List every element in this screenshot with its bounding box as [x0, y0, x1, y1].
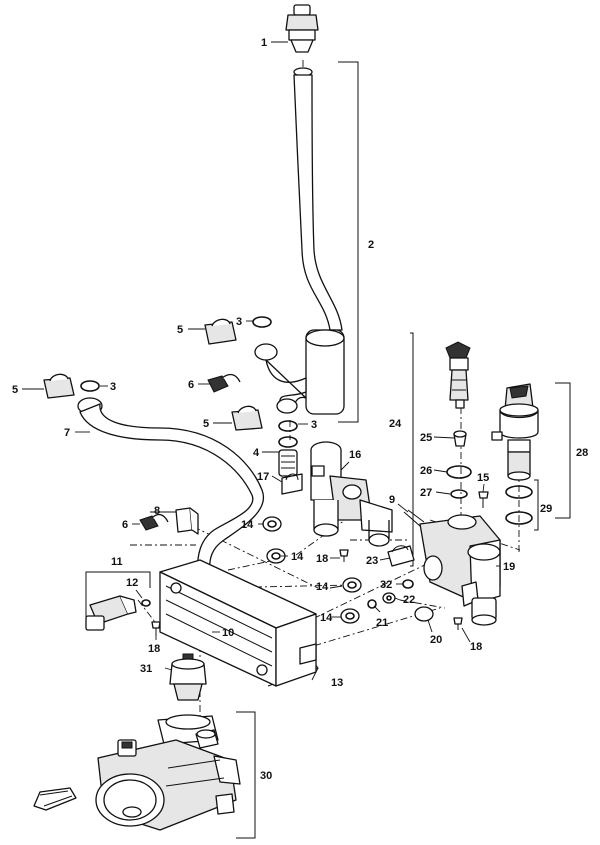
part-30-pump	[95, 714, 241, 831]
part-16-manifold	[310, 441, 393, 547]
callout-31: 31	[140, 663, 152, 675]
callout-3: 3	[236, 316, 242, 328]
hex-key-tool	[33, 787, 77, 811]
callout-14: 14	[316, 581, 329, 593]
callout-29: 29	[540, 503, 552, 515]
leader-lines	[22, 41, 500, 681]
part-3-o-rings	[80, 316, 298, 432]
callout-2: 2	[368, 239, 374, 251]
callout-3: 3	[311, 419, 317, 431]
part-8-bracket	[175, 507, 199, 535]
callout-5: 5	[177, 324, 183, 336]
callout-3: 3	[110, 381, 116, 393]
part-19-valve-body	[419, 514, 501, 626]
callout-7: 7	[64, 427, 70, 439]
part-2-pipe	[254, 67, 345, 415]
callout-4: 4	[253, 447, 260, 459]
part-small-seals	[367, 579, 434, 622]
part-28-diverter-head	[491, 383, 539, 525]
part-4-filter	[278, 436, 298, 477]
part-1-air-vent	[285, 4, 319, 53]
callout-11: 11	[111, 556, 123, 568]
callout-14: 14	[291, 551, 304, 563]
part-31-air-vent	[169, 653, 207, 701]
callout-21: 21	[376, 617, 388, 629]
part-6-sensors	[139, 373, 241, 531]
callout-1: 1	[261, 37, 267, 49]
part-screws	[151, 491, 489, 636]
part-24-cartridge	[445, 341, 472, 499]
callout-18: 18	[316, 553, 328, 565]
callout-15: 15	[477, 472, 489, 484]
callout-10: 10	[222, 627, 234, 639]
callout-18: 18	[148, 643, 160, 655]
part-9-clip	[403, 509, 425, 527]
callout-30: 30	[260, 770, 272, 782]
part-17-clip	[281, 473, 303, 495]
callout-32: 32	[380, 579, 392, 591]
callout-22: 22	[403, 594, 415, 606]
callout-16: 16	[349, 449, 361, 461]
callout-23: 23	[366, 555, 378, 567]
callout-25: 25	[420, 432, 432, 444]
callout-17: 17	[257, 471, 269, 483]
callout-18: 18	[470, 641, 482, 653]
callout-12: 12	[126, 577, 138, 589]
callout-6: 6	[122, 519, 128, 531]
callout-14: 14	[241, 519, 254, 531]
part-14-washers	[262, 516, 362, 624]
callout-9: 9	[389, 494, 395, 506]
part-11-pressure-sensor	[85, 595, 151, 631]
callout-26: 26	[420, 465, 432, 477]
callout-27: 27	[420, 487, 432, 499]
part-23-clip	[387, 545, 415, 567]
callout-numbers: 1 2 3 5 6 5 3 7 5 3 4 16 17 9 8 6 14 14 …	[12, 37, 588, 782]
callout-5: 5	[203, 418, 209, 430]
callout-19: 19	[503, 561, 515, 573]
callout-20: 20	[430, 634, 442, 646]
callout-8: 8	[154, 505, 160, 517]
callout-13: 13	[331, 677, 343, 689]
part-5-clips	[43, 318, 263, 431]
part-13-heat-exchanger	[159, 559, 317, 687]
callout-5: 5	[12, 384, 18, 396]
callout-14: 14	[320, 612, 333, 624]
callout-28: 28	[576, 447, 588, 459]
callout-6: 6	[188, 379, 194, 391]
callout-24: 24	[389, 418, 402, 430]
